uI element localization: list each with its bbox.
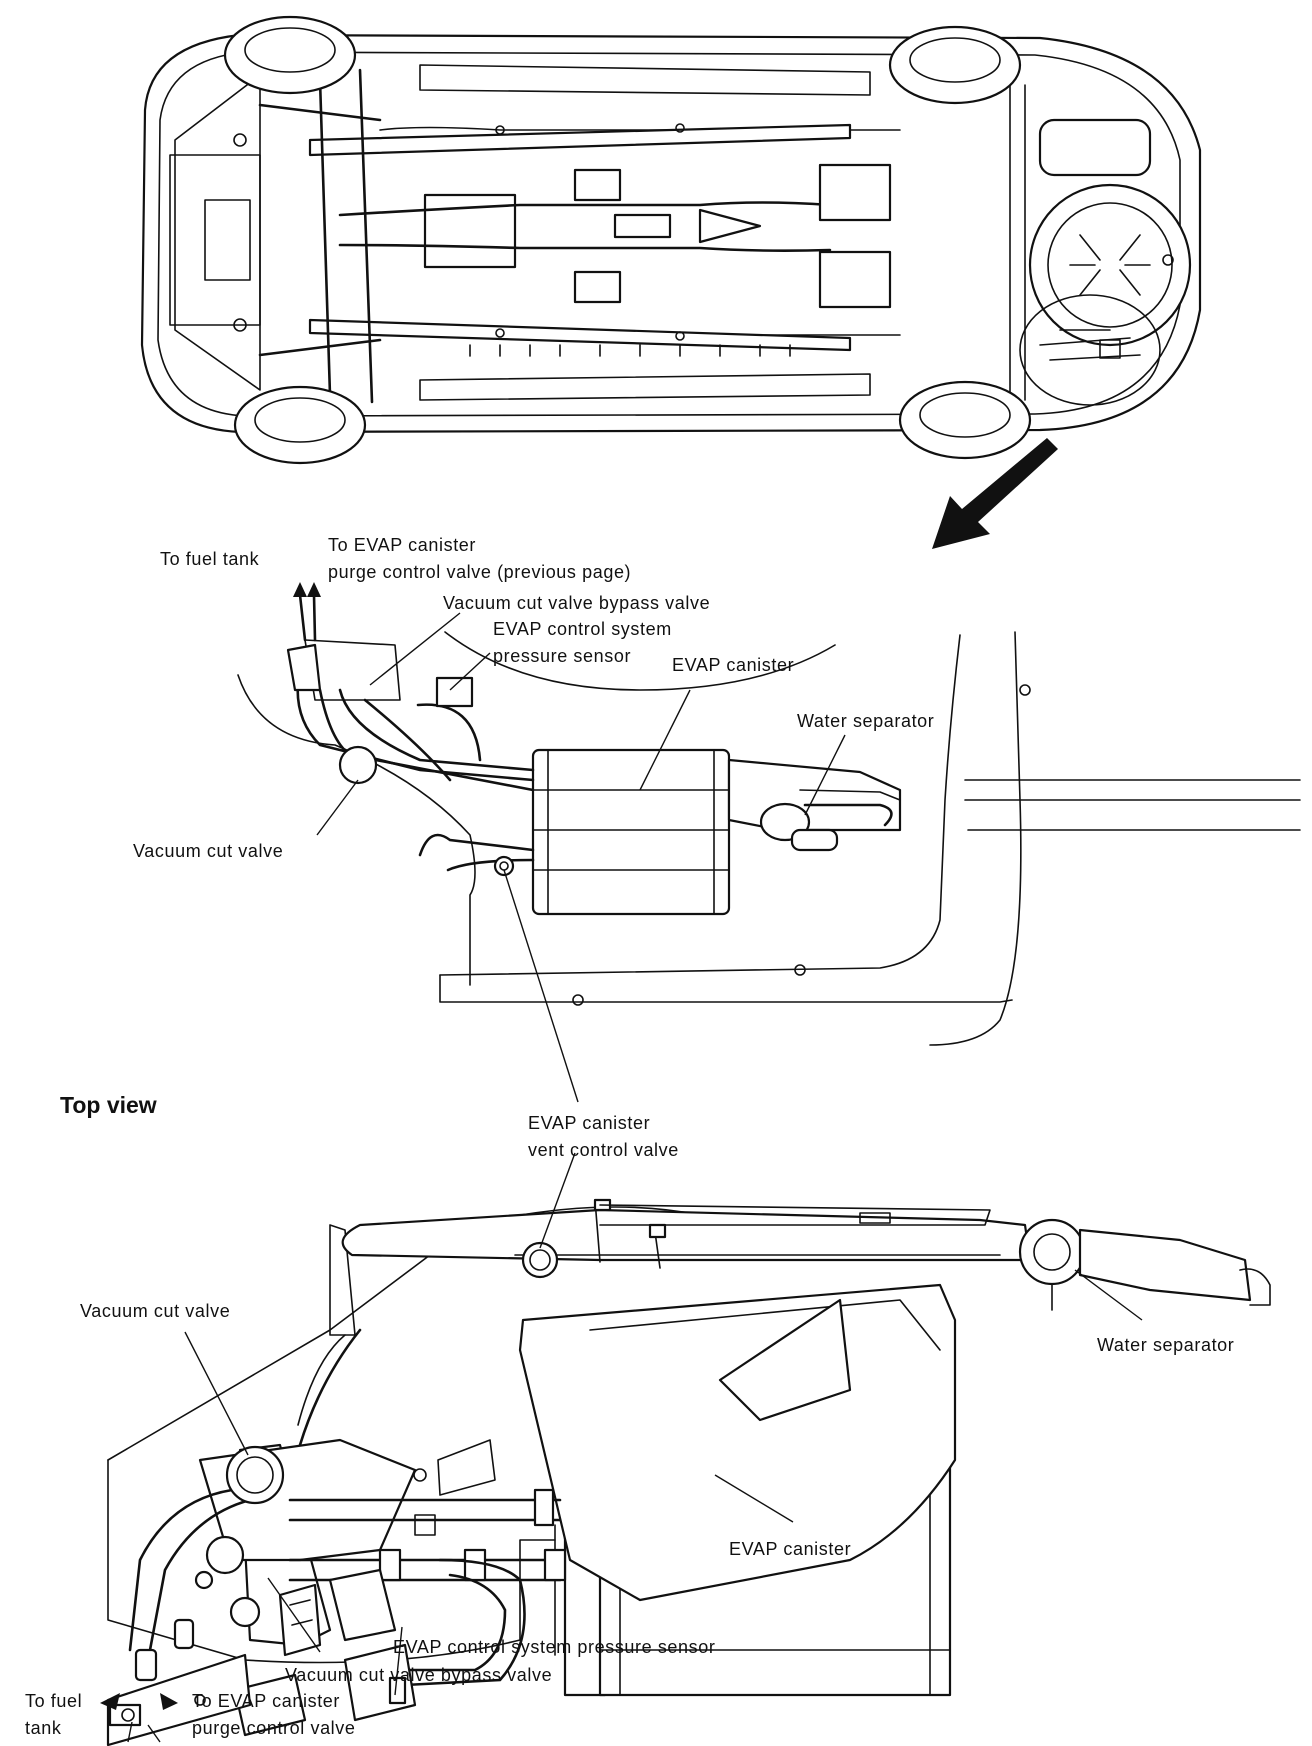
label-vacuum-cut-bypass-top: Vacuum cut valve bypass valve	[443, 593, 711, 613]
bottom-leader-lines	[127, 1152, 1143, 1743]
middle-leader-lines	[316, 612, 846, 1103]
evap-perspective-view	[237, 582, 1301, 1046]
vehicle-underside	[140, 15, 1202, 465]
label-water-separator-top: Water separator	[797, 711, 935, 731]
label-vacuum-cut-bypass-bottom: Vacuum cut valve bypass valve	[285, 1665, 553, 1685]
label-water-separator-bottom: Water separator	[1097, 1335, 1235, 1355]
label-evap-canister-bottom: EVAP canister	[729, 1539, 852, 1559]
arrow-down-left-icon	[932, 438, 1058, 549]
label-to-fuel-tank-top: To fuel tank	[160, 549, 260, 569]
evap-top-view	[106, 1198, 1271, 1746]
label-pressure-sensor-bottom: EVAP control system pressure sensor	[393, 1637, 716, 1657]
label-vacuum-cut-valve-top: Vacuum cut valve	[133, 841, 284, 861]
label-vacuum-cut-valve-bottom: Vacuum cut valve	[80, 1301, 231, 1321]
label-evap-canister-top: EVAP canister	[672, 655, 795, 675]
view-heading: Top view	[60, 1092, 157, 1118]
